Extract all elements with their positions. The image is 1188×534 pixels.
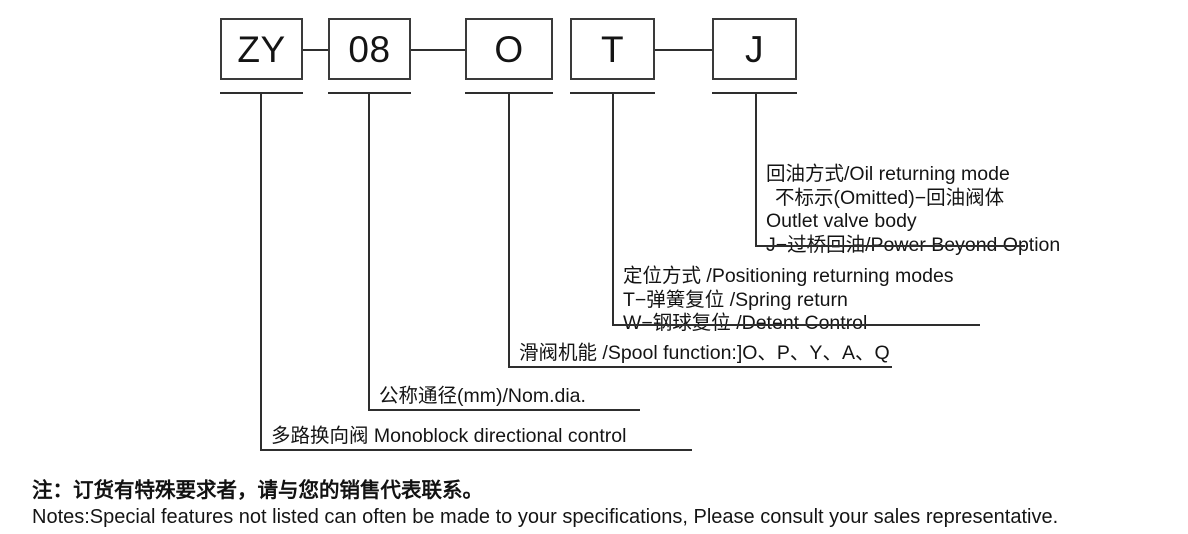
leader-nomdia-stem bbox=[368, 92, 370, 410]
leader-oilmode-stem bbox=[755, 92, 757, 247]
callout-spool-function-underline bbox=[508, 366, 892, 368]
callout-spool-function: 滑阀机能 /Spool function:]O、P、Y、A、Q bbox=[519, 342, 890, 366]
notes-block: 注：订货有特殊要求者，请与您的销售代表联系。 Notes:Special fea… bbox=[32, 478, 1058, 530]
callout-oil-returning-mode-line-3: Outlet valve body bbox=[766, 210, 917, 232]
callout-monoblock-directional-control-line-1: 多路换向阀 Monoblock directional control bbox=[271, 425, 627, 447]
callout-spool-function-line-1: 滑阀机能 /Spool function:]O、P、Y、A、Q bbox=[519, 342, 890, 364]
connector-zy-to-08 bbox=[303, 49, 328, 51]
leader-spool-stem bbox=[508, 92, 510, 367]
callout-nominal-diameter-underline bbox=[368, 409, 640, 411]
callout-nominal-diameter-line-1: 公称通径(mm)/Nom.dia. bbox=[379, 385, 586, 407]
leader-position-stem bbox=[612, 92, 614, 325]
callout-monoblock-directional-control-underline bbox=[260, 449, 692, 451]
code-box-j[interactable]: J bbox=[712, 18, 797, 80]
connector-08-to-o bbox=[411, 49, 465, 51]
callout-oil-returning-mode-underline bbox=[755, 245, 1025, 247]
note-english: Notes:Special features not listed can of… bbox=[32, 506, 1059, 528]
code-box-zy[interactable]: ZY bbox=[220, 18, 303, 80]
callout-oil-returning-mode-line-4: J−过桥回油/Power Beyond Option bbox=[766, 233, 1061, 256]
callout-positioning-modes-line-2: T−弹簧复位 /Spring return bbox=[623, 288, 848, 311]
callout-positioning-modes-line-3: W−钢球复位 /Detent Control bbox=[623, 312, 868, 334]
leader-oilmode-bar bbox=[712, 92, 797, 94]
callout-positioning-modes-line-1: 定位方式 /Positioning returning modes bbox=[623, 265, 954, 287]
code-box-08[interactable]: 08 bbox=[328, 18, 411, 80]
code-box-t[interactable]: T bbox=[570, 18, 655, 80]
callout-monoblock-directional-control: 多路换向阀 Monoblock directional control bbox=[271, 425, 626, 449]
callout-oil-returning-mode-line-1: 回油方式/Oil returning mode bbox=[766, 163, 1010, 185]
connector-t-to-j bbox=[655, 49, 712, 51]
callout-nominal-diameter: 公称通径(mm)/Nom.dia. bbox=[379, 385, 586, 409]
note-chinese: 注：订货有特殊要求者，请与您的销售代表联系。 bbox=[32, 479, 483, 502]
callout-positioning-modes-underline bbox=[612, 324, 980, 326]
leader-monoblock-stem bbox=[260, 92, 262, 450]
code-box-o[interactable]: O bbox=[465, 18, 553, 80]
callout-oil-returning-mode-line-2: 不标示(Omitted)−回油阀体 bbox=[775, 186, 1005, 209]
